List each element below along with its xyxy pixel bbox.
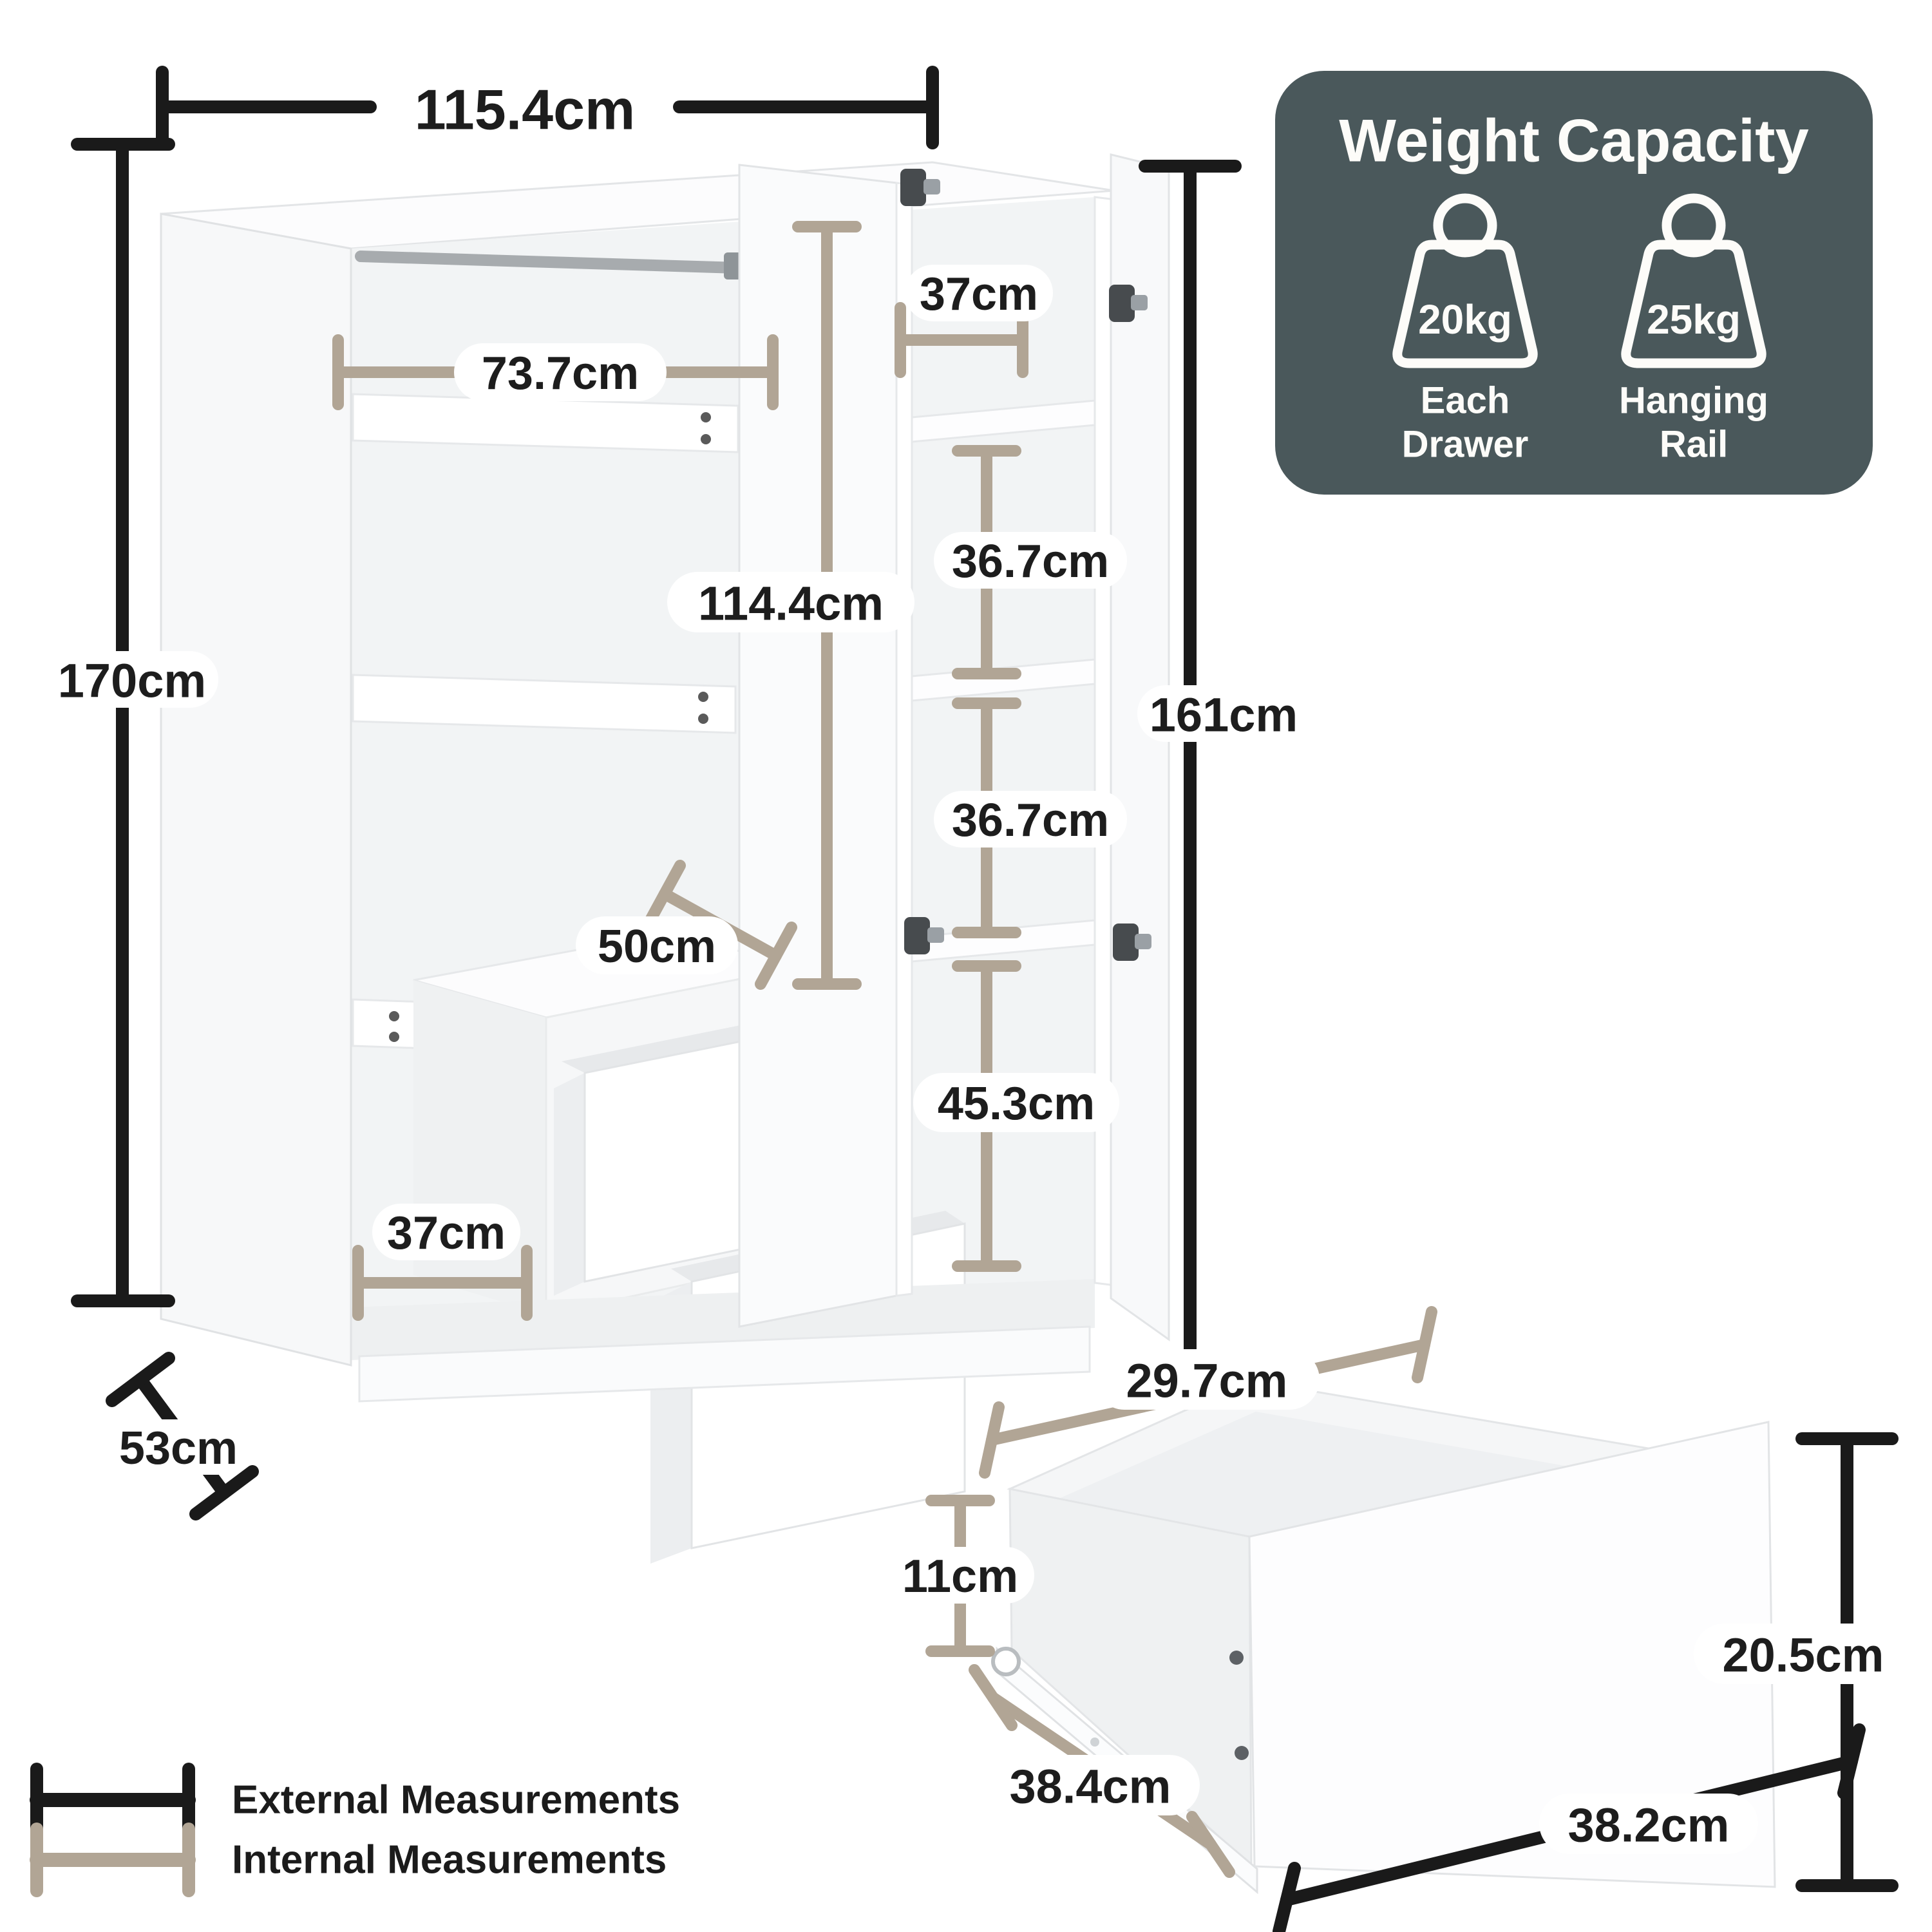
measure-drawer-external-width: 38.2cm — [1273, 1723, 1866, 1932]
drawer-internal-depth-label: 38.4cm — [1010, 1760, 1171, 1814]
hinge-icon — [900, 169, 940, 206]
measure-drawer-internal-height: 11cm — [886, 1495, 1034, 1657]
upper-drawer-side — [554, 1073, 585, 1296]
drawer-capacity-value: 20kg — [1418, 296, 1512, 343]
weight-capacity-title: Weight Capacity — [1339, 107, 1809, 175]
measure-bottom-right-section-height: 45.3cm — [913, 960, 1119, 1272]
drawer-detail-measurements: 29.7cm 11cm 38.4cm 20.5cm — [886, 1306, 1913, 1932]
hanging-rail — [355, 251, 744, 274]
top-shelf-width-pill — [905, 265, 1053, 321]
drawer-front-panel — [1248, 1421, 1776, 1888]
right-door-open — [1110, 153, 1170, 1341]
middle-door-open — [738, 164, 898, 1328]
weight-icon-rail: 25kg — [1621, 193, 1766, 368]
measure-hanging-area-width: 73.7cm — [332, 334, 779, 410]
rail-capacity-label-line2: Rail — [1660, 424, 1728, 466]
runner-wheel-icon — [991, 1647, 1021, 1676]
bottom-left-width-pill — [372, 1204, 520, 1260]
measure-bottom-left-width: 37cm — [352, 1204, 533, 1321]
shelf-spacing-lower-label: 36.7cm — [952, 795, 1109, 846]
screw-icon — [698, 714, 708, 724]
hinge-icon — [904, 917, 944, 954]
screw-icon — [698, 692, 708, 702]
top-shelf-width-label: 37cm — [920, 269, 1038, 320]
legend-internal-item: Internal Measurements — [30, 1823, 667, 1897]
bottom-right-section-height-label: 45.3cm — [938, 1078, 1095, 1130]
measure-drawer-external-height: 20.5cm — [1694, 1432, 1913, 1892]
internal-height-right-pill — [1137, 685, 1310, 742]
drawer-unit-width-label: 50cm — [598, 921, 716, 972]
screw-icon — [389, 1032, 399, 1042]
external-depth-pill — [101, 1419, 256, 1475]
hanging-area-width-pill — [454, 343, 667, 401]
measure-external-depth: 53cm — [101, 1352, 259, 1520]
bottom-left-width-label: 37cm — [387, 1208, 506, 1259]
measure-drawer-unit-width: 50cm — [576, 860, 797, 990]
measure-internal-height-right: 161cm — [1137, 160, 1310, 1390]
bottom-right-section-height-pill — [913, 1073, 1119, 1132]
wardrobe-base-floor — [351, 1279, 1095, 1360]
shelf-spacing-lower-pill — [934, 791, 1127, 848]
left-door-open — [160, 213, 352, 1367]
hinge-icon — [1113, 923, 1151, 961]
rail-capacity-value: 25kg — [1647, 296, 1741, 343]
measure-shelf-spacing-lower: 36.7cm — [934, 697, 1127, 938]
measure-shelf-spacing-upper: 36.7cm — [934, 445, 1127, 679]
measure-top-shelf-width: 37cm — [895, 265, 1053, 378]
legend-external-item: External Measurements — [30, 1763, 680, 1837]
external-measurements: 115.4cm 170cm 161cm 53cm — [46, 66, 1310, 1520]
drawer-external-height-pill — [1694, 1624, 1913, 1684]
screw-icon — [701, 434, 711, 444]
measure-external-width: 115.4cm — [156, 66, 939, 149]
drawer-internal-width-label: 29.7cm — [1126, 1354, 1288, 1408]
drawer-external-height-label: 20.5cm — [1723, 1629, 1884, 1682]
hanging-area-height-pill — [667, 572, 914, 632]
hanging-area-height-label: 114.4cm — [698, 577, 884, 630]
drawer-external-width-label: 38.2cm — [1568, 1799, 1730, 1852]
drawer-capacity-label-line2: Drawer — [1402, 424, 1529, 466]
wardrobe-illustration — [160, 153, 1170, 1564]
weight-icon-drawer: 20kg — [1392, 193, 1538, 368]
legend-internal-label: Internal Measurements — [232, 1838, 667, 1882]
measure-drawer-internal-depth: 38.4cm — [969, 1664, 1235, 1878]
runner-hole-icon — [1090, 1738, 1099, 1747]
external-height-pill — [46, 651, 218, 708]
internal-height-right-label: 161cm — [1150, 688, 1298, 742]
drawer-capacity-label-line1: Each — [1421, 380, 1510, 422]
shelf-spacing-upper-pill — [934, 532, 1127, 589]
screw-icon — [1235, 1746, 1249, 1760]
shelf-spacing-upper-label: 36.7cm — [952, 536, 1109, 587]
drawer-internal-height-label: 11cm — [902, 1551, 1018, 1602]
wall-batten-top — [352, 393, 739, 453]
screw-icon — [1229, 1651, 1244, 1665]
hanging-area-width-label: 73.7cm — [482, 348, 639, 399]
measure-external-height: 170cm — [46, 138, 218, 1307]
hinge-icon — [1109, 285, 1148, 322]
drawer-internal-depth-pill — [981, 1755, 1200, 1815]
internal-measurements: 73.7cm 37cm 114.4cm 36.7cm — [332, 221, 1127, 1321]
drawer-external-width-pill — [1539, 1794, 1758, 1854]
legend: External Measurements Internal Measureme… — [30, 1763, 680, 1897]
legend-external-label: External Measurements — [232, 1778, 680, 1823]
external-width-label: 115.4cm — [415, 78, 636, 142]
drawer-unit-width-pill — [576, 916, 738, 974]
wardrobe-plinth — [358, 1325, 1091, 1403]
weight-capacity-background — [1275, 71, 1873, 495]
drawer-internal-height-pill — [886, 1547, 1034, 1604]
external-height-label: 170cm — [58, 654, 206, 708]
weight-capacity-panel: Weight Capacity 20kg 25kg Each Drawer Ha… — [1275, 71, 1873, 495]
screw-icon — [389, 1011, 399, 1021]
drawer-internal-width-pill — [1094, 1349, 1320, 1410]
wall-batten-middle — [352, 674, 737, 734]
measure-hanging-area-height: 114.4cm — [667, 221, 914, 990]
rail-capacity-label-line1: Hanging — [1619, 380, 1768, 422]
measure-drawer-internal-width: 29.7cm — [979, 1306, 1437, 1479]
screw-icon — [701, 412, 711, 422]
external-depth-label: 53cm — [119, 1423, 238, 1474]
